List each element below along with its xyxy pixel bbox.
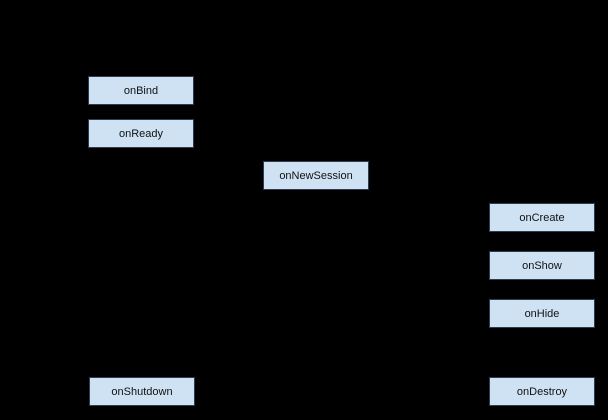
node-onshow-label: onShow [522, 259, 562, 272]
node-onhide: onHide [489, 299, 595, 328]
node-onshutdown-label: onShutdown [111, 385, 173, 398]
node-onhide-label: onHide [524, 307, 560, 320]
node-onnewsession-label: onNewSession [279, 169, 353, 182]
node-oncreate: onCreate [489, 203, 595, 232]
node-ondestroy-label: onDestroy [516, 385, 568, 398]
node-onnewsession: onNewSession [263, 161, 369, 190]
node-ondestroy: onDestroy [489, 377, 595, 406]
node-onbind-label: onBind [123, 84, 159, 97]
node-onready-label: onReady [118, 127, 164, 140]
node-onready: onReady [88, 119, 194, 148]
node-onshutdown: onShutdown [89, 377, 195, 406]
node-oncreate-label: onCreate [519, 211, 565, 224]
node-onshow: onShow [489, 251, 595, 280]
node-onbind: onBind [88, 76, 194, 105]
